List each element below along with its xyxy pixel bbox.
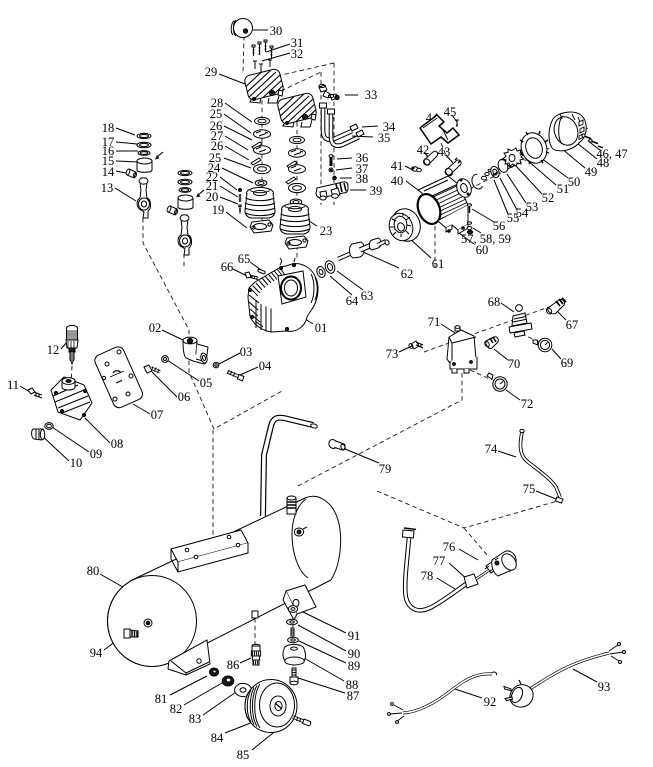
svg-text:46, 47: 46, 47	[596, 147, 627, 161]
svg-text:13: 13	[101, 181, 114, 195]
svg-text:93: 93	[598, 680, 611, 694]
svg-text:14: 14	[102, 165, 115, 179]
svg-text:72: 72	[521, 397, 534, 411]
svg-text:51: 51	[557, 182, 570, 196]
svg-text:20: 20	[206, 190, 219, 204]
svg-text:68: 68	[488, 295, 501, 309]
svg-text:67: 67	[566, 318, 579, 332]
svg-text:70: 70	[508, 357, 521, 371]
svg-text:06: 06	[178, 390, 191, 404]
svg-text:34: 34	[383, 120, 396, 134]
svg-text:16: 16	[102, 144, 115, 158]
svg-text:86: 86	[227, 658, 240, 672]
svg-text:91: 91	[348, 629, 361, 643]
svg-text:18: 18	[102, 121, 115, 135]
svg-text:80: 80	[87, 564, 100, 578]
svg-text:89: 89	[348, 659, 361, 673]
svg-text:73: 73	[386, 347, 399, 361]
svg-text:36: 36	[356, 151, 369, 165]
svg-text:26: 26	[211, 139, 224, 153]
svg-text:92: 92	[484, 695, 497, 709]
svg-text:62: 62	[401, 267, 414, 281]
svg-text:48: 48	[597, 156, 610, 170]
svg-text:35: 35	[378, 131, 391, 145]
svg-text:04: 04	[259, 359, 272, 373]
svg-text:27: 27	[211, 129, 224, 143]
svg-text:19: 19	[212, 203, 225, 217]
svg-text:83: 83	[189, 712, 202, 726]
svg-text:50: 50	[568, 175, 581, 189]
svg-text:32: 32	[291, 47, 304, 61]
svg-text:90: 90	[348, 647, 361, 661]
svg-text:82: 82	[170, 702, 183, 716]
svg-text:08: 08	[111, 437, 124, 451]
svg-text:15: 15	[102, 154, 115, 168]
svg-text:77: 77	[433, 554, 446, 568]
svg-text:05: 05	[200, 376, 213, 390]
svg-text:74: 74	[485, 442, 498, 456]
svg-text:30: 30	[270, 24, 283, 38]
svg-text:02: 02	[149, 321, 162, 335]
svg-text:45: 45	[444, 105, 457, 119]
svg-text:85: 85	[237, 748, 250, 762]
svg-text:71: 71	[428, 315, 441, 329]
svg-text:84: 84	[211, 731, 224, 745]
svg-text:60: 60	[476, 243, 489, 257]
svg-text:49: 49	[585, 165, 598, 179]
svg-text:01: 01	[315, 321, 328, 335]
svg-text:87: 87	[347, 689, 360, 703]
svg-text:41: 41	[391, 159, 404, 173]
svg-text:64: 64	[346, 294, 359, 308]
svg-text:28: 28	[211, 96, 224, 110]
svg-text:78: 78	[421, 569, 434, 583]
svg-text:25: 25	[209, 151, 222, 165]
svg-text:75: 75	[523, 482, 536, 496]
svg-text:79: 79	[379, 462, 392, 476]
svg-text:09: 09	[90, 447, 103, 461]
svg-text:10: 10	[70, 456, 83, 470]
svg-text:61: 61	[432, 257, 445, 271]
svg-text:43: 43	[438, 145, 451, 159]
svg-text:42: 42	[417, 143, 430, 157]
svg-text:38: 38	[356, 172, 369, 186]
svg-text:40: 40	[391, 174, 404, 188]
svg-text:55: 55	[507, 211, 520, 225]
svg-text:33: 33	[365, 88, 378, 102]
svg-text:26: 26	[210, 119, 223, 133]
svg-text:31: 31	[291, 36, 304, 50]
svg-text:29: 29	[205, 65, 218, 79]
svg-text:63: 63	[361, 289, 374, 303]
svg-text:11: 11	[7, 378, 19, 392]
svg-text:81: 81	[155, 692, 168, 706]
svg-text:21: 21	[206, 179, 219, 193]
svg-text:52: 52	[542, 191, 555, 205]
svg-text:69: 69	[561, 356, 574, 370]
svg-text:65: 65	[238, 252, 251, 266]
svg-text:03: 03	[240, 345, 253, 359]
svg-text:23: 23	[320, 224, 333, 238]
svg-text:66: 66	[221, 260, 234, 274]
svg-text:54: 54	[516, 206, 529, 220]
svg-text:24: 24	[208, 161, 221, 175]
svg-text:25: 25	[210, 107, 223, 121]
svg-text:37: 37	[356, 162, 369, 176]
svg-text:22: 22	[206, 170, 219, 184]
svg-text:56: 56	[493, 219, 506, 233]
svg-text:12: 12	[47, 343, 60, 357]
svg-text:17: 17	[102, 135, 115, 149]
svg-text:88: 88	[346, 678, 359, 692]
svg-text:76: 76	[443, 540, 456, 554]
svg-text:57, 58, 59: 57, 58, 59	[461, 232, 511, 246]
svg-text:94: 94	[90, 646, 103, 660]
svg-text:39: 39	[370, 184, 383, 198]
svg-text:53: 53	[526, 200, 539, 214]
svg-text:07: 07	[151, 408, 164, 422]
